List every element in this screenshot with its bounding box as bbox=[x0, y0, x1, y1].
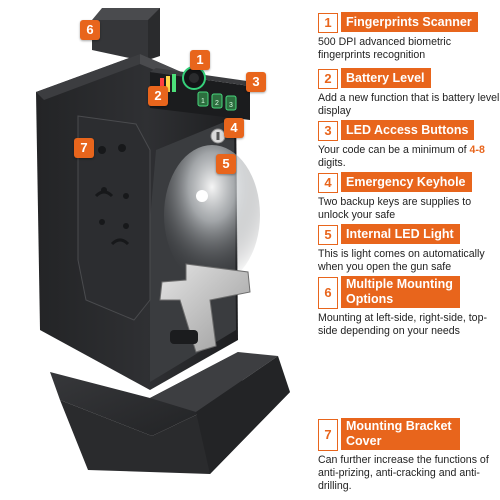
feature-3: 3 LED Access Buttons Your code can be a … bbox=[318, 120, 500, 170]
feature-6-title: Multiple Mounting Options bbox=[341, 276, 460, 308]
feature-4: 4 Emergency Keyhole Two backup keys are … bbox=[318, 172, 500, 222]
feature-3-title: LED Access Buttons bbox=[341, 120, 475, 140]
feature-3-description: Your code can be a minimum of 4-8 digits… bbox=[318, 144, 500, 170]
feature-4-title: Emergency Keyhole bbox=[341, 172, 472, 192]
feature-3-description-after: digits. bbox=[318, 157, 346, 169]
marker-4: 4 bbox=[224, 118, 244, 138]
safe-door bbox=[50, 352, 290, 474]
feature-6-description: Mounting at left-side, right-side, top-s… bbox=[318, 312, 487, 337]
feature-2-description: Add a new function that is battery level… bbox=[318, 92, 500, 117]
feature-5-description: This is light comes on automatically whe… bbox=[318, 248, 485, 273]
feature-5: 5 Internal LED Light This is light comes… bbox=[318, 224, 500, 274]
feature-5-title: Internal LED Light bbox=[341, 224, 460, 244]
feature-1: 1 Fingerprints Scanner 500 DPI advanced … bbox=[318, 12, 500, 62]
feature-3-number: 3 bbox=[318, 121, 338, 141]
feature-4-number: 4 bbox=[318, 173, 338, 193]
marker-1: 1 bbox=[190, 50, 210, 70]
feature-1-header: 1 Fingerprints Scanner bbox=[318, 12, 500, 33]
feature-4-header: 4 Emergency Keyhole bbox=[318, 172, 500, 193]
led-light-icon bbox=[196, 190, 208, 202]
gun-safe-illustration: 1 2 3 bbox=[36, 8, 290, 474]
emergency-keyhole bbox=[210, 128, 226, 144]
feature-6-number: 6 bbox=[318, 277, 338, 309]
feature-2-number: 2 bbox=[318, 69, 338, 89]
feature-7-description: Can further increase the functions of an… bbox=[318, 454, 489, 492]
feature-2-header: 2 Battery Level bbox=[318, 68, 500, 89]
feature-6-header: 6 Multiple Mounting Options bbox=[318, 276, 500, 309]
top-mounting-bracket bbox=[92, 8, 160, 62]
marker-7: 7 bbox=[74, 138, 94, 158]
feature-list: 1 Fingerprints Scanner 500 DPI advanced … bbox=[318, 0, 500, 500]
feature-7-number: 7 bbox=[318, 419, 338, 451]
feature-3-digit-range: 4-8 bbox=[469, 144, 485, 156]
feature-1-title: Fingerprints Scanner bbox=[341, 12, 478, 32]
feature-1-number: 1 bbox=[318, 13, 338, 33]
feature-2-title: Battery Level bbox=[341, 68, 431, 88]
pistol bbox=[159, 263, 251, 353]
keypad-digit-2: 2 bbox=[215, 100, 219, 107]
control-panel: 1 2 3 bbox=[150, 66, 254, 120]
feature-2: 2 Battery Level Add a new function that … bbox=[318, 68, 500, 118]
feature-5-number: 5 bbox=[318, 225, 338, 245]
marker-3: 3 bbox=[246, 72, 266, 92]
keypad-digit-1: 1 bbox=[201, 98, 205, 105]
feature-5-header: 5 Internal LED Light bbox=[318, 224, 500, 245]
feature-3-header: 3 LED Access Buttons bbox=[318, 120, 500, 141]
feature-7: 7 Mounting Bracket Cover Can further inc… bbox=[318, 418, 500, 493]
side-mounting-bracket bbox=[77, 115, 151, 321]
feature-3-description-before: Your code can be a minimum of bbox=[318, 144, 467, 156]
marker-2: 2 bbox=[148, 86, 168, 106]
marker-6: 6 bbox=[80, 20, 100, 40]
keypad-digit-3: 3 bbox=[229, 102, 233, 109]
feature-4-description: Two backup keys are supplies to unlock y… bbox=[318, 196, 472, 221]
feature-7-title: Mounting Bracket Cover bbox=[341, 418, 460, 450]
feature-7-header: 7 Mounting Bracket Cover bbox=[318, 418, 500, 451]
feature-1-description: 500 DPI advanced biometric fingerprints … bbox=[318, 36, 452, 61]
marker-5: 5 bbox=[216, 154, 236, 174]
feature-6: 6 Multiple Mounting Options Mounting at … bbox=[318, 276, 500, 338]
